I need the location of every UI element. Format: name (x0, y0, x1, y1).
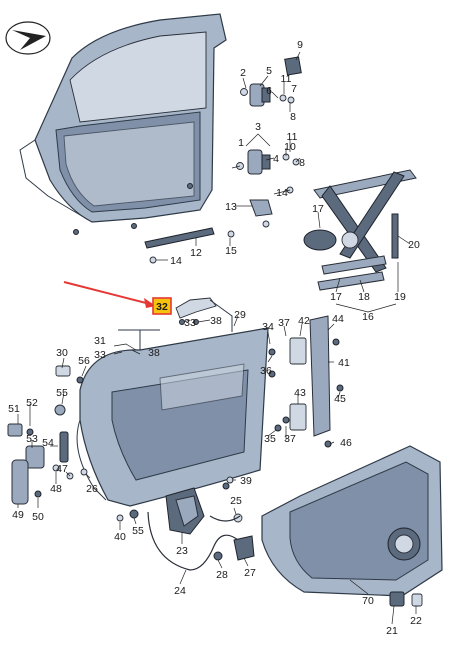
callout-51: 51 (8, 403, 20, 415)
callout-9: 9 (297, 39, 303, 51)
left-small-parts (7, 365, 88, 505)
callout-39: 39 (240, 475, 252, 487)
callout-17: 17 (312, 203, 324, 215)
highlight-label: 32 (156, 301, 168, 313)
callout-29: 29 (234, 309, 246, 321)
callout-41: 41 (338, 357, 350, 369)
callout-50: 50 (32, 511, 44, 523)
callout-3: 3 (255, 121, 261, 133)
callout-19: 19 (394, 291, 406, 303)
callout-14: 14 (170, 255, 182, 267)
callout-labels: 9 2 5 11 7 6 8 3 1 11 10 4 8 14 13 17 20… (8, 39, 422, 637)
door-module-panel (261, 445, 443, 607)
callout-13: 13 (225, 201, 237, 213)
callout-30: 30 (56, 347, 68, 359)
right-strip-parts (268, 315, 344, 448)
callout-54: 54 (42, 437, 54, 449)
callout-17: 17 (330, 291, 342, 303)
door-inner-panel (76, 327, 269, 507)
callout-24: 24 (174, 585, 186, 597)
callout-12: 12 (190, 247, 202, 259)
callout-45: 45 (334, 393, 346, 405)
callout-10: 10 (284, 141, 296, 153)
callout-53: 53 (26, 433, 38, 445)
callout-35: 35 (264, 433, 276, 445)
callout-25: 25 (230, 495, 242, 507)
callout-22: 22 (410, 615, 422, 627)
callout-38: 38 (148, 347, 160, 359)
callout-23: 23 (176, 545, 188, 557)
callout-31: 31 (94, 335, 106, 347)
callout-48: 48 (50, 483, 62, 495)
callout-20: 20 (408, 239, 420, 251)
brand-logo (5, 21, 51, 55)
callout-33: 33 (94, 349, 106, 361)
callout-34: 34 (262, 321, 274, 333)
callout-1: 1 (238, 137, 244, 149)
callout-5: 5 (266, 65, 272, 77)
callout-42: 42 (298, 315, 310, 327)
callout-49: 49 (12, 509, 24, 521)
callout-6: 6 (266, 85, 272, 97)
callout-55: 55 (132, 525, 144, 537)
callout-40: 40 (114, 531, 126, 543)
callout-16: 16 (362, 311, 374, 323)
callout-8: 8 (290, 111, 296, 123)
callout-21: 21 (386, 625, 398, 637)
leader-lines (17, 51, 417, 625)
callout-37: 37 (284, 433, 296, 445)
callout-43: 43 (294, 387, 306, 399)
callout-46: 46 (340, 437, 352, 449)
callout-14: 14 (276, 187, 288, 199)
callout-33: 33 (184, 317, 196, 329)
callout-11: 11 (287, 131, 298, 143)
callout-8: 8 (299, 157, 305, 169)
callout-38: 38 (210, 315, 222, 327)
callout-15: 15 (225, 245, 237, 257)
callout-7: 7 (291, 83, 297, 95)
callout-70: 70 (362, 595, 374, 607)
callout-26: 26 (86, 483, 98, 495)
callout-55: 55 (56, 387, 68, 399)
window-regulator (303, 169, 417, 291)
door-lock-assembly (116, 476, 255, 571)
callout-27: 27 (244, 567, 256, 579)
callout-47: 47 (56, 463, 68, 475)
highlight-box-32[interactable]: 32 (152, 297, 172, 315)
callout-11: 11 (281, 73, 292, 85)
callout-37: 37 (278, 317, 290, 329)
door-hinge-upper (240, 56, 302, 107)
callout-28: 28 (216, 569, 228, 581)
door-stop-arm (144, 186, 294, 264)
callout-52: 52 (26, 397, 38, 409)
callout-2: 2 (240, 67, 246, 79)
door-hinge-lower (236, 149, 300, 175)
callout-44: 44 (332, 313, 344, 325)
callout-36: 36 (260, 365, 272, 377)
highlight-arrow (63, 281, 156, 308)
callout-56: 56 (78, 355, 90, 367)
callout-4: 4 (273, 153, 279, 165)
door-body-shell (19, 13, 227, 235)
callout-18: 18 (358, 291, 370, 303)
